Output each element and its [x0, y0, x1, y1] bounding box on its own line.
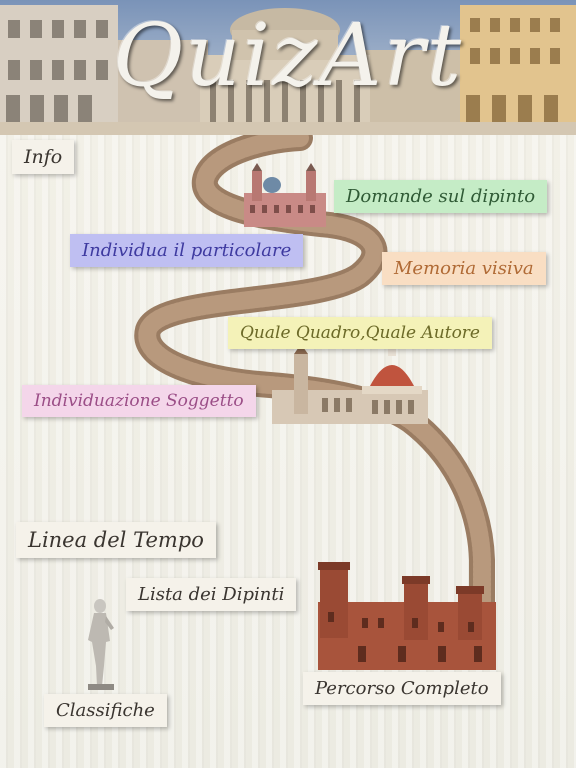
domande-sul-dipinto-button[interactable]: Domande sul dipinto [334, 180, 548, 213]
percorso-completo-button[interactable]: Percorso Completo [303, 672, 501, 705]
david-statue-icon [88, 599, 114, 690]
ferrara-castle-icon [318, 562, 496, 670]
quale-quadro-quale-autore-button[interactable]: Quale Quadro,Quale Autore [228, 317, 492, 349]
urbino-palace-icon [244, 163, 326, 227]
linea-del-tempo-button[interactable]: Linea del Tempo [16, 522, 216, 558]
florence-duomo-icon [272, 344, 428, 424]
memoria-visiva-button[interactable]: Memoria visiva [382, 252, 546, 285]
app-title: QuizArt [112, 6, 464, 106]
info-button[interactable]: Info [12, 140, 75, 174]
lista-dei-dipinti-button[interactable]: Lista dei Dipinti [126, 578, 297, 611]
individua-il-particolare-button[interactable]: Individua il particolare [70, 234, 304, 267]
individuazione-soggetto-button[interactable]: Individuazione Soggetto [22, 385, 256, 417]
classifiche-button[interactable]: Classifiche [44, 694, 167, 727]
header-skyline: QuizArt [0, 0, 576, 135]
